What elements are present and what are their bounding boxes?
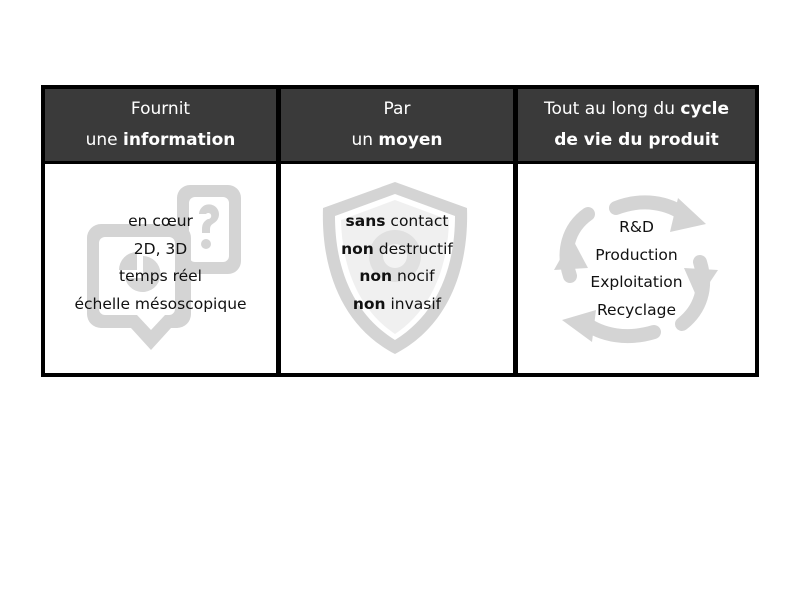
header-line: Par [383, 99, 411, 119]
cell-moyen: sans contact non destructif non nocif no… [281, 164, 513, 373]
header-cycle-de-vie: Tout au long du cycle de vie du produit [518, 89, 755, 161]
cell-information: en cœur 2D, 3D temps réel échelle mésosc… [45, 164, 276, 373]
cell-cycle-de-vie: R&D Production Exploitation Recyclage [518, 164, 755, 373]
header-line: Fournit [130, 99, 191, 119]
list-item: 2D, 3D [133, 239, 188, 258]
list-item: Recyclage [596, 300, 676, 319]
list-item: en cœur [128, 212, 193, 230]
header-line: de vie du produit [554, 130, 719, 150]
list-item: non invasif [352, 294, 442, 313]
header-line: un moyen [351, 130, 443, 150]
list-item: Exploitation [590, 273, 683, 291]
moyen-list: sans contact non destructif non nocif no… [281, 208, 513, 318]
cycle-list: R&D Production Exploitation Recyclage [518, 214, 755, 324]
list-item: R&D [619, 218, 654, 236]
information-list: en cœur 2D, 3D temps réel échelle mésosc… [45, 208, 276, 318]
header-line: une information [85, 130, 236, 150]
list-item: non nocif [359, 267, 435, 285]
list-item: non destructif [341, 239, 453, 258]
list-item: temps réel [119, 267, 202, 285]
list-item: sans contact [345, 212, 449, 230]
list-item: échelle mésoscopique [74, 294, 247, 313]
shield-icon [322, 182, 468, 354]
cycle-arrows-icon [554, 195, 718, 344]
summary-table: Fournit une information Par un moyen Tou… [41, 85, 759, 377]
header-information: Fournit une information [45, 89, 276, 161]
header-line: Tout au long du cycle [544, 99, 729, 119]
list-item: Production [595, 245, 678, 264]
header-moyen: Par un moyen [281, 89, 513, 161]
chat-question-icon [87, 185, 241, 350]
